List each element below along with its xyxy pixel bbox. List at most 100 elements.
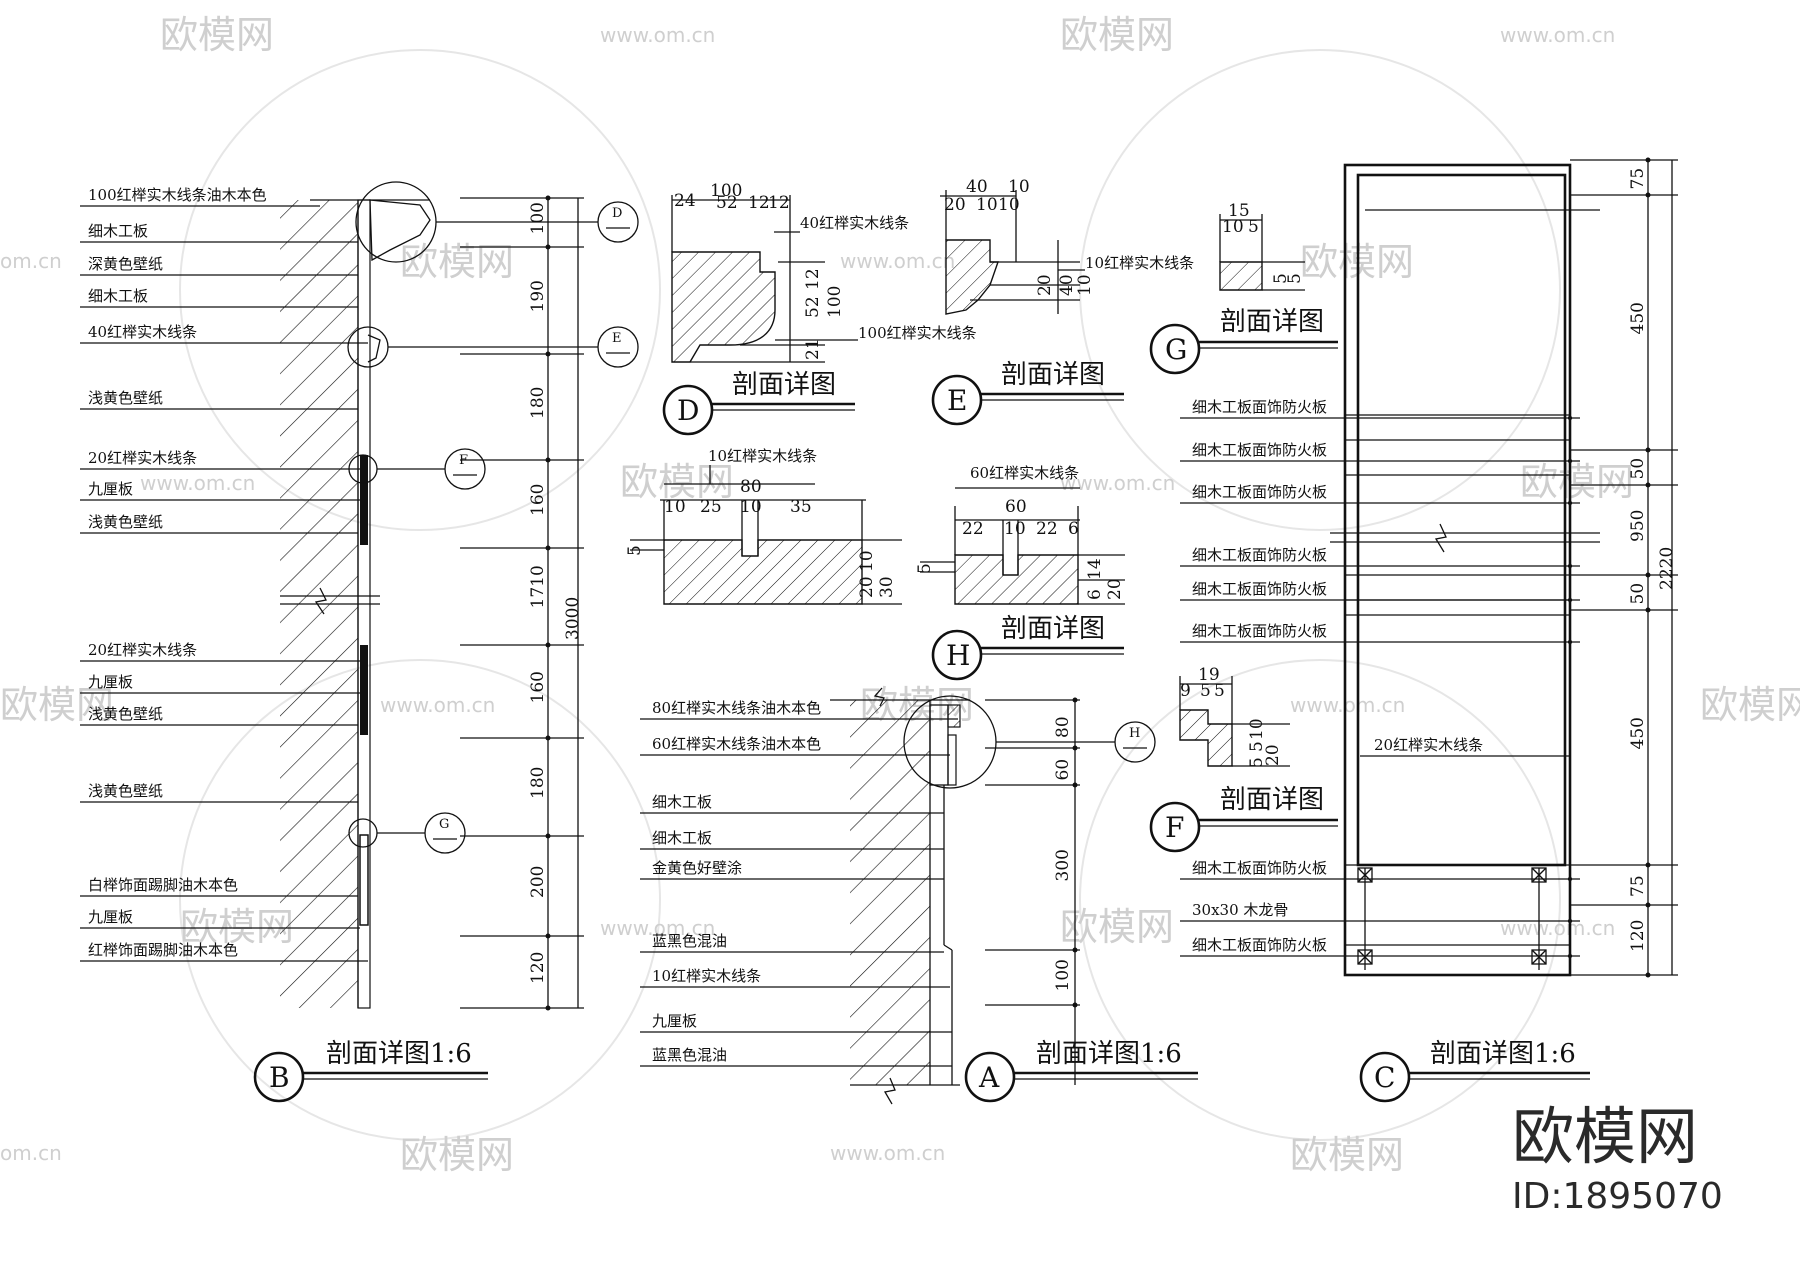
tag-g-label: G bbox=[1165, 333, 1187, 366]
dim-h-right: 6 bbox=[1085, 589, 1105, 600]
section-a-label: 金黄色好壁涂 bbox=[652, 859, 742, 877]
note-d: 100红榉实木线条 bbox=[858, 324, 977, 342]
section-a-label: 蓝黑色混油 bbox=[652, 932, 727, 950]
dim-tick bbox=[1072, 697, 1078, 703]
title-f: 剖面详图 bbox=[1220, 785, 1324, 815]
watermark-site: www.om.cn bbox=[840, 249, 955, 273]
dim-b-segment: 100 bbox=[528, 202, 548, 234]
callout-d bbox=[597, 201, 639, 243]
watermark-site: www.om.cn bbox=[600, 916, 715, 940]
section-b-label: 浅黄色壁纸 bbox=[88, 782, 163, 800]
title-c: 剖面详图1:6 bbox=[1430, 1039, 1576, 1069]
dim-g-top: 10 bbox=[1222, 217, 1244, 237]
dim-g-right: 5 bbox=[1271, 273, 1291, 284]
section-b-label: 深黄色壁纸 bbox=[88, 255, 163, 273]
dim-f-top: 19 bbox=[1198, 665, 1220, 685]
dim-e-top: 10 bbox=[1008, 177, 1030, 197]
section-a-label: 细木工板 bbox=[652, 829, 712, 847]
detail-f: 19 9 5 5 10 5 20 5 F 剖面详图 bbox=[1149, 665, 1338, 853]
section-b-label: 白榉饰面踢脚油木本色 bbox=[88, 876, 238, 894]
dim-tick bbox=[1645, 972, 1651, 978]
dim-b-segment: 180 bbox=[528, 767, 548, 799]
dim-b-segment: 180 bbox=[528, 387, 548, 419]
dim-tick bbox=[1645, 607, 1651, 613]
dim-b-segment: 160 bbox=[528, 671, 548, 703]
tag-h-label: H bbox=[946, 639, 970, 672]
watermark-site: www.om.cn bbox=[600, 23, 715, 47]
dim-g-top: 5 bbox=[1248, 217, 1259, 237]
dim-tick bbox=[1072, 782, 1078, 788]
section-b-label: 细木工板 bbox=[88, 287, 148, 305]
section-b-label: 20红榉实木线条 bbox=[88, 641, 197, 659]
callout-e bbox=[597, 326, 639, 368]
detail-g: 15 10 5 5 5 G 剖面详图 bbox=[1149, 201, 1338, 375]
dim-tick bbox=[545, 735, 551, 741]
dim-d-top: 24 bbox=[674, 191, 696, 211]
section-c-label: 细木工板面饰防火板 bbox=[1192, 441, 1327, 459]
dim-e-right: 40 bbox=[1057, 274, 1077, 296]
dim-tick bbox=[1645, 447, 1651, 453]
section-b-label: 浅黄色壁纸 bbox=[88, 705, 163, 723]
dim-g-top: 15 bbox=[1228, 201, 1250, 221]
watermark-logo: 欧模网 bbox=[620, 460, 734, 504]
dim-b-segment: 160 bbox=[528, 484, 548, 516]
dim-tick bbox=[1645, 572, 1651, 578]
title-g: 剖面详图 bbox=[1220, 307, 1324, 337]
callout-h bbox=[1114, 721, 1156, 763]
tag-f bbox=[1149, 801, 1201, 853]
dim-g-right: 5 bbox=[1285, 273, 1305, 284]
dim-c-segment: 950 bbox=[1628, 510, 1648, 542]
watermark-site: om.cn bbox=[0, 1141, 62, 1165]
dim-a-segment: 80 bbox=[1053, 716, 1073, 738]
section-b: 100红榉实木线条油木本色细木工板深黄色壁纸细木工板40红榉实木线条浅黄色壁纸2… bbox=[80, 181, 639, 1103]
dim-b-total: 3000 bbox=[563, 597, 583, 640]
tag-b-label: B bbox=[269, 1061, 290, 1094]
dim-tick bbox=[545, 195, 551, 201]
dim-d-right: 21 bbox=[803, 338, 823, 360]
section-c-label: 细木工板面饰防火板 bbox=[1192, 936, 1327, 954]
dim-tick bbox=[545, 933, 551, 939]
tag-e-label: E bbox=[947, 384, 967, 417]
brand-logo-text: 欧模网 bbox=[1512, 1100, 1698, 1173]
title-e: 剖面详图 bbox=[1001, 360, 1105, 390]
watermark-site: www.om.cn bbox=[1060, 471, 1175, 495]
section-a-label: 蓝黑色混油 bbox=[652, 1046, 727, 1064]
leader-dot bbox=[1567, 597, 1573, 603]
watermark-logo: 欧模网 bbox=[1060, 13, 1174, 57]
leader-dot bbox=[1567, 639, 1573, 645]
detail-d: 100 24 52 12 12 12 52 100 21 40红榉实木线条 10… bbox=[662, 181, 977, 436]
dim-small-top: 25 bbox=[700, 497, 722, 517]
dim-tick bbox=[545, 351, 551, 357]
section-b-label: 细木工板 bbox=[88, 222, 148, 240]
dim-tick bbox=[1645, 902, 1651, 908]
dim-tick bbox=[545, 457, 551, 463]
dim-f-right: 5 bbox=[1247, 757, 1267, 768]
tag-b bbox=[253, 1051, 305, 1103]
section-b-label: 红榉饰面踢脚油木本色 bbox=[88, 941, 238, 959]
dim-tick bbox=[1645, 862, 1651, 868]
section-c-label: 细木工板面饰防火板 bbox=[1192, 859, 1327, 877]
leader-dot bbox=[1567, 415, 1573, 421]
dim-d-right: 100 bbox=[825, 286, 845, 318]
dim-b-segment: 200 bbox=[528, 866, 548, 898]
watermark-logo: 欧模网 bbox=[1700, 683, 1800, 727]
brand-stamp: 欧模网 ID:1895070 bbox=[1512, 1100, 1723, 1217]
section-a-label: 细木工板 bbox=[652, 793, 712, 811]
dim-d-top: 12 bbox=[768, 193, 790, 213]
dim-a-segment: 100 bbox=[1053, 959, 1073, 991]
section-b-label: 100红榉实木线条油木本色 bbox=[88, 186, 267, 204]
leader-dot bbox=[1567, 918, 1573, 924]
dim-d-top: 12 bbox=[748, 193, 770, 213]
dim-small-top: 10 bbox=[664, 497, 686, 517]
tag-g bbox=[1149, 323, 1201, 375]
section-b-label: 九厘板 bbox=[88, 673, 133, 691]
section-b-label: 浅黄色壁纸 bbox=[88, 513, 163, 531]
section-c: 细木工板面饰防火板细木工板面饰防火板细木工板面饰防火板细木工板面饰防火板细木工板… bbox=[1180, 157, 1678, 1103]
title-b: 剖面详图1:6 bbox=[326, 1039, 472, 1069]
dim-h-left: 5 bbox=[915, 563, 935, 574]
section-a: H 80红榉实木线条油木本色60红榉实木线条油木本色细木工板细木工板金黄色好壁涂… bbox=[640, 687, 1198, 1105]
section-c-label: 细木工板面饰防火板 bbox=[1192, 580, 1327, 598]
dim-tick bbox=[1645, 192, 1651, 198]
tag-c bbox=[1359, 1051, 1411, 1103]
